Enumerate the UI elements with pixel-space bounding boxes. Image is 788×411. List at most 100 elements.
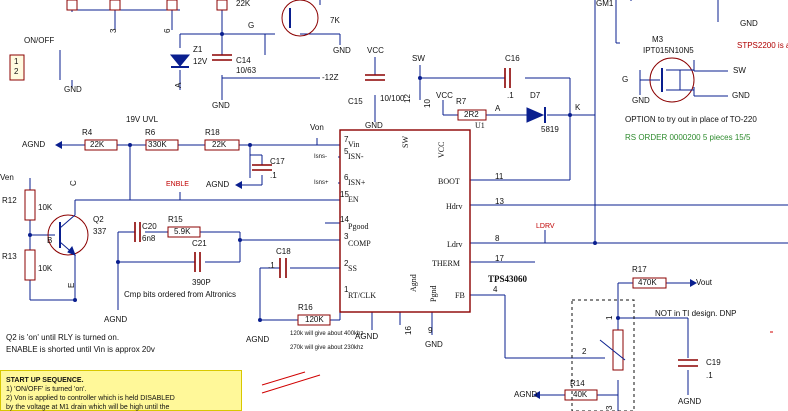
r7-ref: R7 (456, 97, 467, 106)
pin-num-8: 8 (495, 234, 500, 243)
pin-name-ldrv: Ldrv (447, 240, 463, 249)
vcc-label-c15: VCC (367, 46, 384, 55)
agnd-label-c17: AGND (206, 180, 230, 189)
pin-num-16: 16 (404, 326, 413, 335)
pin-name-agnd: Agnd (409, 274, 418, 292)
c14-value: 10/63 (236, 66, 257, 75)
pin-name-therm: THERM (432, 259, 460, 268)
r6-ref: R6 (145, 128, 156, 137)
vout-label: Vout (696, 278, 713, 287)
pin-name-vcc: VCC (437, 141, 446, 158)
isn-plus-label: Isns+ (314, 180, 329, 186)
agnd-label-rt: AGND (246, 335, 270, 344)
conn-pin1-label: 1 (14, 57, 19, 66)
cathode-label-d7: K (575, 103, 581, 112)
pin-num-4: 4 (493, 285, 498, 294)
pin-name-fb: FB (455, 291, 465, 300)
r17-value: 470K (638, 278, 657, 287)
top-q-value: 7K (330, 16, 340, 25)
pin-num-6: 6 (344, 173, 349, 182)
c18-value: .1 (268, 261, 275, 270)
d7-ref: D7 (530, 91, 541, 100)
startup-note-box: START UP SEQUENCE. 1) 'ON/OFF' is turned… (0, 370, 242, 411)
pin-num-10: 10 (423, 99, 432, 108)
gnd-label-conn: GND (64, 85, 82, 94)
ldrv-net-label: LDRV (536, 223, 555, 230)
c14-ref: C14 (236, 56, 251, 65)
c16-ref: C16 (505, 54, 520, 63)
pin-num-13: 13 (495, 197, 504, 206)
pin-name-isn-plus: ISN+ (348, 178, 366, 187)
ven-label: Ven (0, 173, 14, 182)
gnd-label-m3s: GND (732, 91, 750, 100)
pin-name-pgnd: Pgnd (429, 285, 438, 302)
pin-name-isn-minus: ISN- (348, 152, 364, 161)
pot-pin3-label: 3 (605, 405, 614, 410)
r18-ref: R18 (205, 128, 220, 137)
sw-label-top: SW (412, 54, 425, 63)
note-rs-order: RS ORDER 0000200 5 pieces 15/5 (625, 133, 751, 142)
node-3-label: 3 (109, 28, 118, 33)
c15-ref: C15 (348, 97, 363, 106)
pin-name-sw: SW (401, 136, 410, 148)
gm1-label: GM1 (596, 0, 614, 8)
note-stps: STPS2200 is a (737, 41, 788, 50)
r7-value: 2R2 (464, 110, 479, 119)
node-6-label: 6 (163, 28, 172, 33)
note-not-ti: NOT in TI design. DNP (655, 309, 737, 318)
pin-num-9: 9 (428, 326, 433, 335)
pin-name-pgood: Pgood (348, 222, 369, 231)
startup-step-3: by the voltage at M1 drain which will be… (6, 404, 170, 411)
pin-name-boot: BOOT (438, 177, 460, 186)
c17-ref: C17 (270, 157, 285, 166)
pin-num-3: 3 (344, 232, 349, 241)
enble-net-label: ENBLE (166, 181, 189, 188)
agnd-label-r4: AGND (22, 140, 46, 149)
c19-ref: C19 (706, 358, 721, 367)
m3-value: IPT015N10N5 (643, 46, 694, 55)
r13-value: 10K (38, 264, 53, 273)
r18-value: 22K (212, 140, 227, 149)
startup-step-1: 1) 'ON/OFF' is turned 'on'. (6, 386, 87, 393)
u1-ref-label: U1 (475, 121, 485, 130)
onoff-label: ON/OFF (24, 36, 55, 45)
pin-num-7: 7 (344, 135, 349, 144)
r4-value: 22K (90, 140, 105, 149)
gnd-label-q: GND (333, 46, 351, 55)
r17-ref: R17 (632, 265, 647, 274)
emitter-label: E (67, 282, 76, 288)
pin-num-1: 1 (344, 285, 349, 294)
gate-label-m3: G (622, 75, 629, 84)
top-r-value: 22K (236, 0, 251, 8)
collector-label: C (69, 180, 78, 186)
r6-value: 330K (148, 140, 167, 149)
r4-ref: R4 (82, 128, 93, 137)
startup-step-2: 2) Von is applied to controller which is… (6, 395, 175, 402)
pin-num-15: 15 (340, 190, 349, 199)
startup-title: START UP SEQUENCE. (6, 377, 84, 384)
c18-ref: C18 (276, 247, 291, 256)
isn-minus-label: Isns- (314, 154, 328, 160)
r16-ref: R16 (298, 303, 313, 312)
pin-name-comp: COMP (348, 239, 371, 248)
gnd-label-m3g: GND (632, 96, 650, 105)
note-option: OPTION to try out in place of TO-220 (625, 115, 757, 124)
conn-pin2-label: 2 (14, 67, 19, 76)
anode-label-d7: A (495, 104, 501, 113)
m3-ref: M3 (652, 35, 664, 44)
base-label: B (47, 236, 53, 245)
c21-value: 390P (192, 278, 211, 287)
pin-num-5: 5 (344, 147, 349, 156)
r16-value: 120K (305, 315, 324, 324)
agnd-label-c19: AGND (678, 397, 702, 406)
d7-value: 5819 (541, 125, 559, 134)
r13-ref: R13 (2, 252, 17, 261)
note-freq-2: 270k will give about 230khz (290, 345, 364, 351)
r15-ref: R15 (168, 215, 183, 224)
pin-num-17: 17 (495, 254, 504, 263)
pin-name-en: EN (348, 195, 359, 204)
pin-name-hdrv: Hdrv (446, 202, 463, 211)
gate-label-top: G (248, 21, 255, 30)
z1-value: 12V (193, 57, 208, 66)
